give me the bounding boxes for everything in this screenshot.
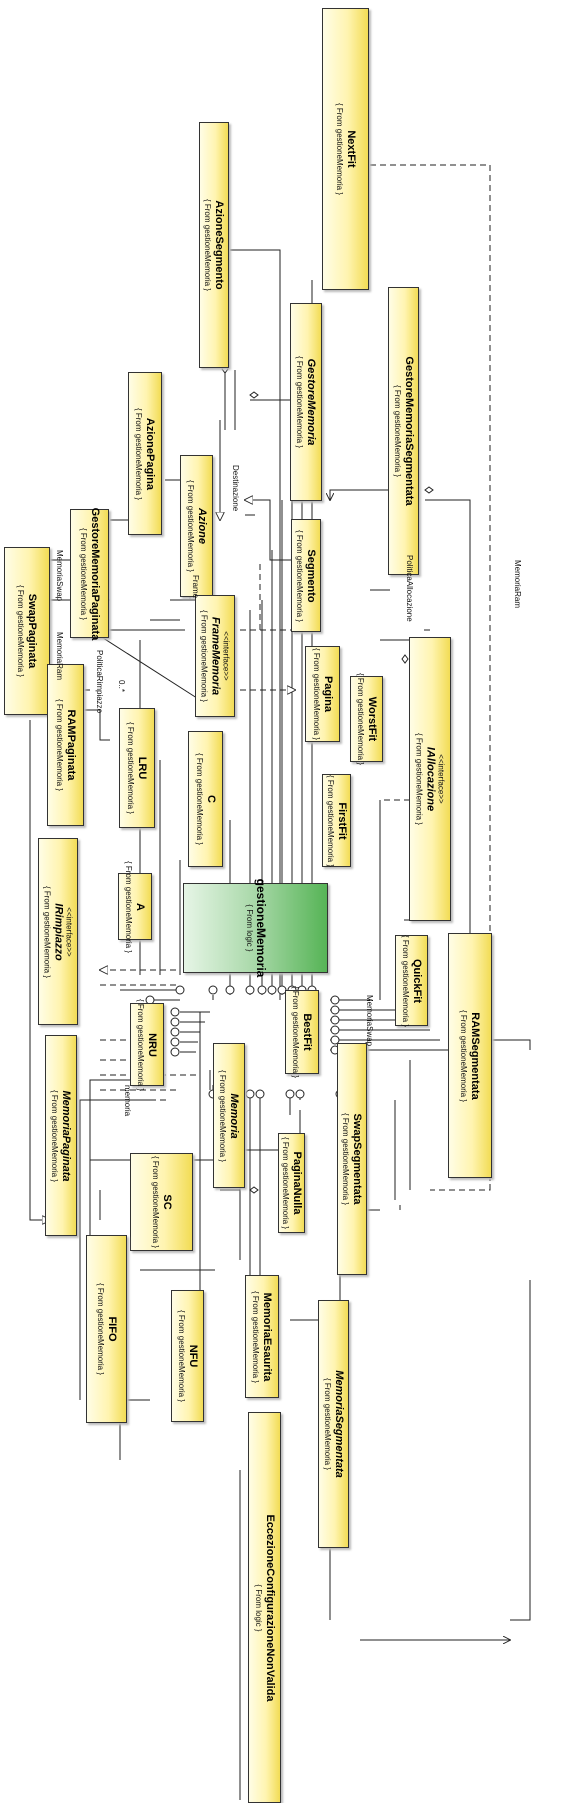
class-swap-paginata[interactable]: SwapPaginata{ From gestioneMemoria } (4, 547, 50, 715)
class-next-fit[interactable]: NextFit{ From gestioneMemoria } (322, 8, 369, 290)
class-c[interactable]: C{ From gestioneMemoria } (188, 731, 223, 867)
class-nru[interactable]: NRU{ From gestioneMemoria } (130, 998, 164, 1091)
label-memoria-swap-top: MemoriaSwap (55, 550, 64, 602)
class-gestore-memoria[interactable]: GestoreMemoria{ From gestioneMemoria } (290, 303, 322, 501)
label-memoria-ram-top: MemoriaRam (55, 632, 64, 681)
label-frame: Frame (191, 575, 200, 599)
label-multiplicity: 0..* (117, 680, 126, 693)
class-memoria-segmentata[interactable]: MemoriaSegmentata{ From gestioneMemoria … (318, 1300, 349, 1548)
class-azione-segmento[interactable]: AzioneSegmento{ From gestioneMemoria } (199, 122, 229, 368)
interface-i-allocazione[interactable]: <<interface>>IAllocazione{ From gestione… (409, 637, 451, 921)
interface-azione[interactable]: Azione{ From gestioneMemoria } (180, 455, 213, 597)
class-memoria-esaurita[interactable]: MemoriaEsaurita{ From gestioneMemoria } (245, 1275, 279, 1398)
class-gestore-memoria-paginata[interactable]: GestoreMemoriaPaginata{ From gestioneMem… (70, 507, 109, 640)
class-sc[interactable]: SC{ From gestioneMemoria } (130, 1153, 193, 1251)
label-memoria: memoria (123, 1085, 132, 1117)
class-lru[interactable]: LRU{ From gestioneMemoria } (119, 708, 155, 828)
label-politica-allocazione: PoliticaAllocazione (405, 555, 414, 622)
class-ram-segmentata[interactable]: RAMSegmentata{ From gestioneMemoria } (448, 933, 492, 1178)
label-memoria-swap-mid: MemoriaSwap (365, 995, 374, 1047)
class-quick-fit[interactable]: QuickFit{ From gestioneMemoria } (395, 934, 428, 1027)
class-gestore-memoria-segmentata[interactable]: GestoreMemoriaSegmentata{ From gestioneM… (388, 287, 419, 575)
label-destinazione: Destinazione (231, 465, 240, 512)
class-fifo[interactable]: FIFO{ From gestioneMemoria } (86, 1235, 127, 1423)
label-politica-rimpiazzo: PoliticaRimpiazzo (95, 650, 104, 714)
class-swap-segmentata[interactable]: SwapSegmentata{ From gestioneMemoria } (337, 1043, 367, 1275)
class-best-fit[interactable]: BestFit{ From gestioneMemoria } (285, 986, 319, 1078)
class-azione-pagina[interactable]: AzionePagina{ From gestioneMemoria } (128, 372, 162, 535)
label-memoria-ram-right: MemoriaRam (513, 560, 522, 609)
package-name: gestioneMemoria (253, 878, 268, 978)
class-segmento[interactable]: Segmento{ From gestioneMemoria } (291, 519, 321, 632)
class-ram-paginata[interactable]: RAMPaginata{ From gestioneMemoria } (47, 664, 84, 826)
package-from: { From logic } (244, 904, 254, 952)
class-memoria-paginata[interactable]: MemoriaPaginata{ From gestioneMemoria } (45, 1035, 77, 1236)
class-memoria[interactable]: Memoria{ From gestioneMemoria } (213, 1043, 245, 1188)
package-gestione-memoria[interactable]: gestioneMemoria { From logic } (183, 879, 328, 977)
class-first-fit[interactable]: FirstFit{ From gestioneMemoria } (322, 774, 351, 867)
class-pagina-nulla[interactable]: PaginaNulla{ From gestioneMemoria } (278, 1133, 305, 1233)
class-pagina[interactable]: Pagina{ From gestioneMemoria } (305, 646, 340, 742)
interface-frame-memoria[interactable]: <<interface>>FrameMemoria{ From gestione… (195, 595, 235, 717)
interface-i-rimpiazzo[interactable]: <<interface>>IRimpiazzo{ From gestioneMe… (38, 838, 78, 1025)
class-a[interactable]: A{ From gestioneMemoria } (118, 860, 152, 953)
class-eccezione-configurazione-non-valida[interactable]: EccezioneConfigurazioneNonValida{ From l… (248, 1412, 281, 1803)
class-nfu[interactable]: NFU{ From gestioneMemoria } (171, 1290, 204, 1422)
class-worst-fit[interactable]: WorstFit{ From gestioneMemoria } (350, 673, 383, 765)
